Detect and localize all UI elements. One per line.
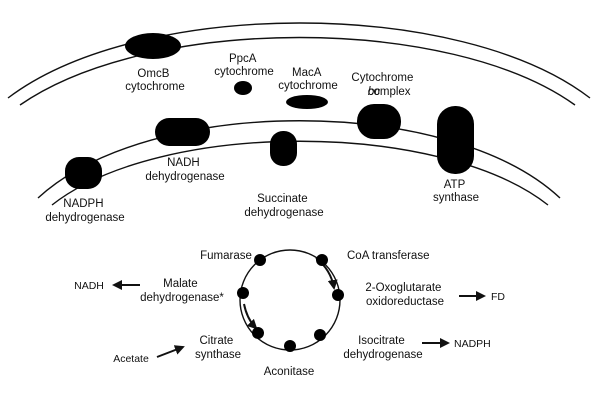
omcb-blob — [125, 33, 181, 59]
coa-transferase-label: CoA transferase — [347, 250, 429, 262]
oxoglutarate-label: 2-Oxoglutarate oxidoreductase — [365, 282, 444, 308]
oxoglutarate-node — [332, 289, 344, 301]
succinate-dh-label: Succinate dehydrogenase — [244, 193, 323, 219]
aconitase-node — [284, 340, 296, 352]
ppca-blob — [234, 81, 252, 95]
omcb-label: OmcB cytochrome — [125, 68, 184, 93]
nadph-product: NADPH — [454, 338, 491, 350]
malate-dh-label: Malate dehydrogenase* — [140, 278, 224, 304]
nadh-product: NADH — [74, 280, 104, 292]
bc-complex-label: Cytochrome bccomplex — [351, 72, 416, 98]
atp-synthase-label: ATP synthase — [433, 179, 479, 204]
acetate-arrow — [156, 345, 185, 358]
fumarase-node — [254, 254, 266, 266]
inner-membrane-outer — [37, 120, 561, 199]
bc-complex-blob — [357, 104, 401, 139]
succinate-dh-blob — [270, 131, 297, 166]
fd-product: FD — [491, 291, 505, 303]
citrate-synthase-node — [252, 327, 264, 339]
isocitrate-dh-node — [314, 329, 326, 341]
ppca-label: PpcA cytochrome — [214, 53, 273, 78]
coa-transferase-node — [316, 254, 328, 266]
atp-synthase-blob — [437, 106, 474, 174]
maca-label: MacA cytochrome — [278, 67, 337, 92]
citrate-synthase-label: Citrate synthase — [195, 335, 241, 361]
maca-blob — [286, 95, 328, 109]
nadh-dh-label: NADH dehydrogenase — [145, 157, 224, 183]
nadph-dh-label: NADPH dehydrogenase — [45, 198, 124, 224]
cycle-arrow-left — [243, 303, 258, 330]
inner-membrane-inner — [51, 140, 549, 206]
acetate-input: Acetate — [113, 353, 149, 365]
malate-dh-node — [237, 287, 249, 299]
outer-membrane-outer — [7, 22, 591, 99]
nadh-dh-blob — [155, 118, 210, 146]
aconitase-label: Aconitase — [264, 366, 315, 378]
outer-membrane-inner — [19, 36, 576, 106]
nadph-dh-blob — [65, 157, 102, 189]
fumarase-label: Fumarase — [200, 250, 252, 262]
isocitrate-dh-label: Isocitrate dehydrogenase — [343, 335, 422, 361]
